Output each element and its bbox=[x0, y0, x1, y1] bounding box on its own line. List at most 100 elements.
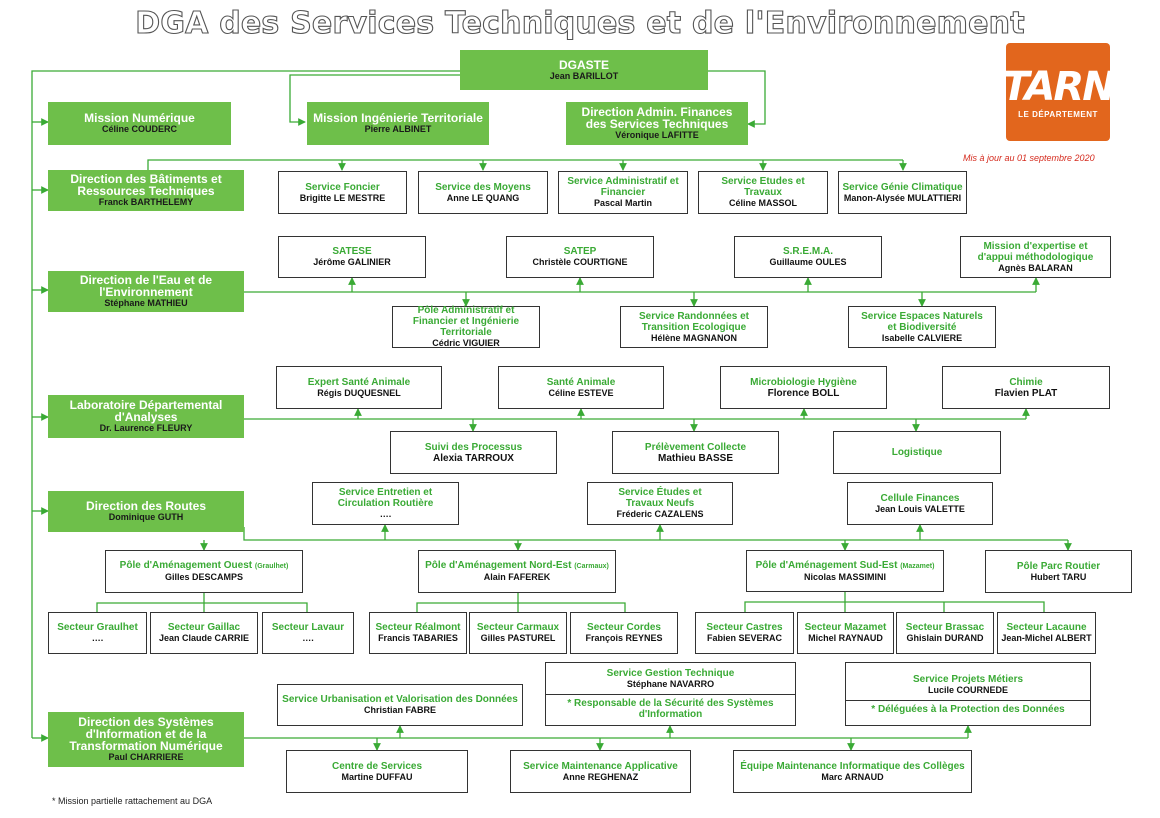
box-divider bbox=[546, 694, 795, 695]
pole-person: Gilles DESCAMPS bbox=[164, 572, 244, 582]
service-title: Service Études et Travaux Neufs bbox=[618, 487, 702, 509]
service-person: Fréderic CAZALENS bbox=[616, 509, 704, 519]
service-title: Service Randonnées et Transition Ecologi… bbox=[638, 310, 750, 333]
secteur-person: Ghislain DURAND bbox=[906, 633, 984, 643]
footnote: * Mission partielle rattachement au DGA bbox=[52, 796, 213, 806]
service-person: Marc ARNAUD bbox=[821, 771, 884, 782]
service-box: Centre de Services Martine DUFFAU bbox=[286, 750, 468, 793]
service-person: Lucile COURNEDE bbox=[927, 684, 1008, 695]
service-title: Prélèvement Collecte bbox=[644, 441, 747, 453]
service-person: Isabelle CALVIERE bbox=[881, 332, 963, 343]
direction-eau-name: Stéphane MATHIEU bbox=[104, 298, 188, 308]
service-title: Mission d'expertise et d'appui méthodolo… bbox=[977, 240, 1094, 263]
update-date: Mis à jour au 01 septembre 2020 bbox=[963, 153, 1095, 163]
secteur-person: François REYNES bbox=[585, 633, 663, 643]
pole-title: Pôle Parc Routier bbox=[1016, 560, 1101, 572]
service-box: Cellule Finances Jean Louis VALETTE bbox=[847, 482, 993, 525]
service-person: Martine DUFFAU bbox=[341, 771, 413, 782]
service-title: Pôle Administratif et Financier et Ingén… bbox=[412, 305, 520, 338]
mission-numerique-box: Mission Numérique Céline COUDERC bbox=[48, 102, 231, 145]
secteur-title: Secteur Brassac bbox=[905, 622, 985, 633]
service-person: …. bbox=[379, 509, 392, 519]
service-person: Stéphane NAVARRO bbox=[626, 679, 715, 689]
service-note: * Déléguées à la Protection des Données bbox=[871, 703, 1065, 715]
pole-box: Pôle d'Aménagement Sud-Est (Mazamet) Nic… bbox=[746, 550, 944, 592]
secteur-person: Michel RAYNAUD bbox=[808, 633, 883, 643]
secteur-box: Secteur Graulhet …. bbox=[48, 612, 147, 654]
service-person: Céline MASSOL bbox=[728, 198, 797, 208]
secteur-title: Secteur Mazamet bbox=[804, 622, 887, 633]
pole-title-text: Pôle d'Aménagement Sud-Est bbox=[755, 559, 898, 571]
mission-ingenierie-box: Mission Ingénierie Territoriale Pierre A… bbox=[307, 102, 489, 145]
service-title: Service Projets Métiers bbox=[912, 673, 1024, 685]
service-box: Service Maintenance Applicative Anne REG… bbox=[510, 750, 691, 793]
service-person: Mathieu BASSE bbox=[657, 452, 733, 464]
service-box: Service Génie Climatique Manon-Alysée MU… bbox=[838, 171, 967, 214]
pole-area: (Graulhet) bbox=[254, 563, 289, 570]
mission-numerique-title: Mission Numérique bbox=[84, 111, 195, 125]
pole-person: Hubert TARU bbox=[1030, 571, 1087, 582]
secteur-title: Secteur Réalmont bbox=[375, 622, 461, 633]
mission-ingenierie-title: Mission Ingénierie Territoriale bbox=[313, 111, 483, 125]
service-person: Brigitte LE MESTRE bbox=[299, 192, 386, 203]
laboratoire-name: Dr. Laurence FLEURY bbox=[99, 423, 193, 433]
service-box: Microbiologie Hygiène Florence BOLL bbox=[720, 366, 887, 409]
direction-routes-name: Dominique GUTH bbox=[108, 512, 184, 522]
service-title: SATESE bbox=[332, 246, 372, 257]
box-divider bbox=[846, 699, 1090, 701]
service-box: Expert Santé Animale Régis DUQUESNEL bbox=[276, 366, 442, 409]
service-box: Service Entretien et Circulation Routièr… bbox=[312, 482, 459, 525]
direction-batiments-title: Direction des Bâtiments et Ressources Te… bbox=[70, 172, 222, 198]
secteur-box: Secteur Réalmont Francis TABARIES bbox=[369, 612, 467, 654]
secteur-person: Francis TABARIES bbox=[378, 633, 458, 643]
service-box: Mission d'expertise et d'appui méthodolo… bbox=[960, 236, 1111, 278]
secteur-title: Secteur Graulhet bbox=[57, 622, 138, 633]
service-person: Jean Louis VALETTE bbox=[875, 503, 965, 514]
service-box: Logistique bbox=[833, 431, 1001, 474]
pole-title-text: Pôle d'Aménagement Ouest bbox=[119, 560, 253, 571]
service-person: Jérôme GALINIER bbox=[313, 257, 391, 267]
pole-area: (Carmaux) bbox=[574, 563, 609, 570]
service-box: Service Études et Travaux Neufs Fréderic… bbox=[587, 482, 733, 525]
service-person: Agnès BALARAN bbox=[998, 262, 1073, 273]
service-box: Suivi des Processus Alexia TARROUX bbox=[390, 431, 557, 474]
service-person: Florence BOLL bbox=[767, 387, 840, 399]
service-person: Cédric VIGUIER bbox=[432, 338, 500, 348]
secteur-title: Secteur Cordes bbox=[587, 622, 661, 633]
service-title: Centre de Services bbox=[331, 760, 423, 772]
direction-eau-box: Direction de l'Eau et de l'Environnement… bbox=[48, 271, 244, 312]
service-title: S.R.E.M.A. bbox=[782, 246, 833, 257]
secteur-person: Fabien SEVERAC bbox=[706, 633, 782, 643]
direction-batiments-box: Direction des Bâtiments et Ressources Te… bbox=[48, 170, 244, 211]
service-box: Équipe Maintenance Informatique des Coll… bbox=[733, 750, 972, 793]
direction-si-name: Paul CHARRIERE bbox=[108, 752, 184, 762]
service-box: Santé Animale Céline ESTEVE bbox=[498, 366, 664, 409]
service-title: Service Gestion Technique bbox=[606, 668, 735, 679]
secteur-box: Secteur Lacaune Jean-Michel ALBERT bbox=[997, 612, 1096, 654]
secteur-person: …. bbox=[91, 633, 104, 643]
service-person: Manon-Alysée MULATTIERI bbox=[843, 192, 962, 203]
secteur-title: Secteur Gaillac bbox=[167, 622, 241, 633]
service-title: Service Génie Climatique bbox=[842, 181, 963, 193]
secteur-box: Secteur Brassac Ghislain DURAND bbox=[896, 612, 994, 654]
service-person: Céline ESTEVE bbox=[548, 387, 614, 398]
pole-title: Pôle d'Aménagement Sud-Est (Mazamet) bbox=[756, 560, 935, 572]
page-title: DGA des Services Techniques et de l'Envi… bbox=[135, 5, 1025, 41]
service-person: Christèle COURTIGNE bbox=[532, 257, 628, 267]
direction-routes-title: Direction des Routes bbox=[85, 499, 207, 513]
service-title: Service Espaces Naturels et Biodiversité bbox=[861, 310, 983, 333]
service-person: Alexia TARROUX bbox=[433, 452, 514, 464]
service-person: Pascal Martin bbox=[593, 198, 653, 208]
secteur-title: Secteur Carmaux bbox=[476, 622, 560, 633]
service-person: Guillaume OULES bbox=[769, 257, 847, 267]
laboratoire-title: Laboratoire Départemental d'Analyses bbox=[69, 398, 223, 424]
service-title: Service Urbanisation et Valorisation des… bbox=[282, 694, 518, 705]
service-title: Cellule Finances bbox=[880, 492, 960, 504]
pole-area: (Mazamet) bbox=[900, 562, 935, 570]
service-box: Service Randonnées et Transition Ecologi… bbox=[620, 306, 768, 348]
secteur-title: Secteur Castres bbox=[706, 622, 783, 633]
dgaste-name: Jean BARILLOT bbox=[549, 70, 619, 81]
secteur-box: Secteur Carmaux Gilles PASTUREL bbox=[469, 612, 567, 654]
direction-finances-name: Véronique LAFITTE bbox=[615, 130, 699, 140]
service-box: Service Projets Métiers Lucile COURNEDE … bbox=[845, 662, 1091, 726]
